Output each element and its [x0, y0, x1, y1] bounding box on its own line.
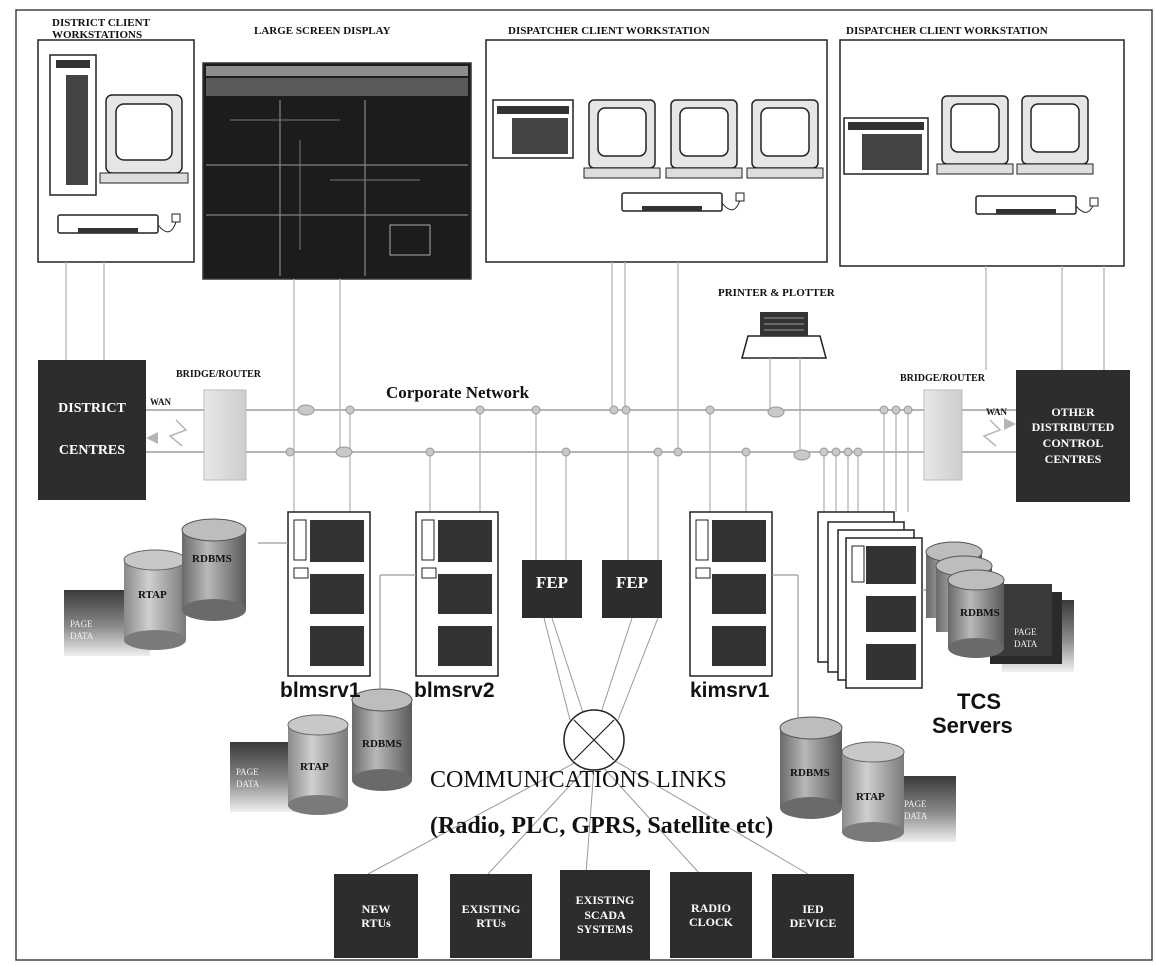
- bus-nodes: [285, 404, 913, 461]
- dispatcher-ws-1-label: DISPATCHER CLIENT WORKSTATION: [508, 25, 710, 37]
- db-right-rdbms-label: RDBMS: [790, 767, 830, 779]
- db-tcs-data-label: DATA: [1014, 639, 1038, 649]
- db-right-page-label: PAGE: [904, 799, 927, 809]
- other-centres-line2: DISTRIBUTED: [1031, 420, 1115, 435]
- field-device-line1: EXISTING: [575, 893, 635, 908]
- db-center-rtap-label: RTAP: [300, 761, 329, 773]
- printer-plotter: [741, 312, 827, 359]
- field-device-existing-rtus: EXISTING RTUs: [450, 874, 532, 958]
- field-device-line3: SYSTEMS: [576, 922, 634, 937]
- other-centres-box: OTHER DISTRIBUTED CONTROL CENTRES: [1016, 370, 1130, 502]
- blmsrv2-label: blmsrv2: [414, 679, 495, 702]
- diagram-frame: [15, 9, 1153, 961]
- db-tcs-rdbms-label: RDBMS: [960, 607, 1000, 619]
- fep-box-1: [522, 560, 582, 618]
- blmsrv1-label: blmsrv1: [280, 679, 361, 702]
- corporate-network-label: Corporate Network: [386, 383, 530, 402]
- fep-2-label: FEP: [615, 573, 649, 592]
- dispatcher-ws-2-label: DISPATCHER CLIENT WORKSTATION: [846, 25, 1048, 37]
- db-left-rdbms-label: RDBMS: [192, 553, 232, 565]
- large-screen-label: LARGE SCREEN DISPLAY: [254, 25, 391, 37]
- field-device-line1: NEW: [361, 901, 391, 916]
- field-device-new-rtus: NEW RTUs: [334, 874, 418, 958]
- db-right-rtap-label: RTAP: [856, 791, 885, 803]
- other-centres-line4: CENTRES: [1044, 451, 1102, 466]
- other-centres-line1: OTHER: [1051, 404, 1095, 419]
- field-device-line2: RTUs: [476, 916, 506, 930]
- comms-links-subtitle: (Radio, PLC, GPRS, Satellite etc): [430, 813, 774, 839]
- field-device-line2: RTUs: [361, 916, 391, 930]
- server-kimsrv1: [689, 511, 773, 677]
- kimsrv1-label: kimsrv1: [690, 679, 770, 702]
- bridge-router-left: [203, 389, 247, 481]
- large-screen-display: [202, 62, 472, 280]
- db-left-rtap-label: RTAP: [138, 589, 167, 601]
- comms-switch-symbol: [563, 709, 625, 771]
- db-tcs-page-label: PAGE: [1014, 627, 1037, 637]
- db-center-page-label: PAGE: [236, 767, 259, 777]
- field-device-line1: RADIO: [690, 900, 731, 915]
- server-blmsrv2: [415, 511, 499, 677]
- dispatcher-workstation-panel-1: [485, 39, 828, 263]
- db-right-data-label: DATA: [904, 811, 928, 821]
- district-centres-line1: DISTRICT: [58, 401, 126, 416]
- server-tcs-stack: [817, 511, 923, 689]
- bridge-router-right: [923, 389, 963, 481]
- field-device-line1: IED: [802, 901, 824, 916]
- district-centres-box: DISTRICT CENTRES: [38, 360, 146, 500]
- bridge-router-left-label: BRIDGE/ROUTER: [176, 369, 262, 380]
- wan-right-label: WAN: [986, 407, 1008, 417]
- db-left-page-label: PAGE: [70, 619, 93, 629]
- comms-links-title: COMMUNICATIONS LINKS: [430, 767, 727, 793]
- db-group-left: [64, 518, 247, 656]
- fep-box-2: [602, 560, 662, 618]
- other-centres-line3: CONTROL: [1042, 436, 1104, 450]
- printer-plotter-label: PRINTER & PLOTTER: [718, 287, 835, 299]
- server-blmsrv1: [287, 511, 371, 677]
- field-device-line2: CLOCK: [688, 915, 733, 929]
- bridge-router-right-label: BRIDGE/ROUTER: [900, 373, 986, 384]
- district-workstation-panel: [37, 39, 195, 263]
- db-left-data-label: DATA: [70, 631, 94, 641]
- field-device-radio-clock: RADIO CLOCK: [670, 872, 752, 958]
- field-device-line1: EXISTING: [461, 901, 521, 916]
- district-centres-line2: CENTRES: [58, 443, 126, 458]
- db-group-right: [779, 716, 956, 842]
- field-device-ied: IED DEVICE: [772, 874, 854, 958]
- field-device-line2: SCADA: [584, 907, 626, 922]
- db-group-center: [230, 688, 413, 815]
- field-device-existing-scada: EXISTING SCADA SYSTEMS: [560, 870, 650, 960]
- dispatcher-workstation-panel-2: [839, 39, 1125, 267]
- field-device-line2: DEVICE: [789, 916, 837, 930]
- tcs-label-line2: Servers: [932, 713, 1013, 738]
- connector-lines: [65, 262, 1105, 560]
- tcs-label-line1: TCS: [957, 689, 1001, 714]
- fep-1-label: FEP: [535, 573, 569, 592]
- db-group-tcs: [925, 541, 1074, 672]
- district-workstations-label: DISTRICT CLIENT WORKSTATIONS: [52, 17, 150, 41]
- db-center-data-label: DATA: [236, 779, 260, 789]
- network-bus: [146, 404, 1016, 461]
- wan-left-label: WAN: [150, 397, 172, 407]
- db-center-rdbms-label: RDBMS: [362, 738, 402, 750]
